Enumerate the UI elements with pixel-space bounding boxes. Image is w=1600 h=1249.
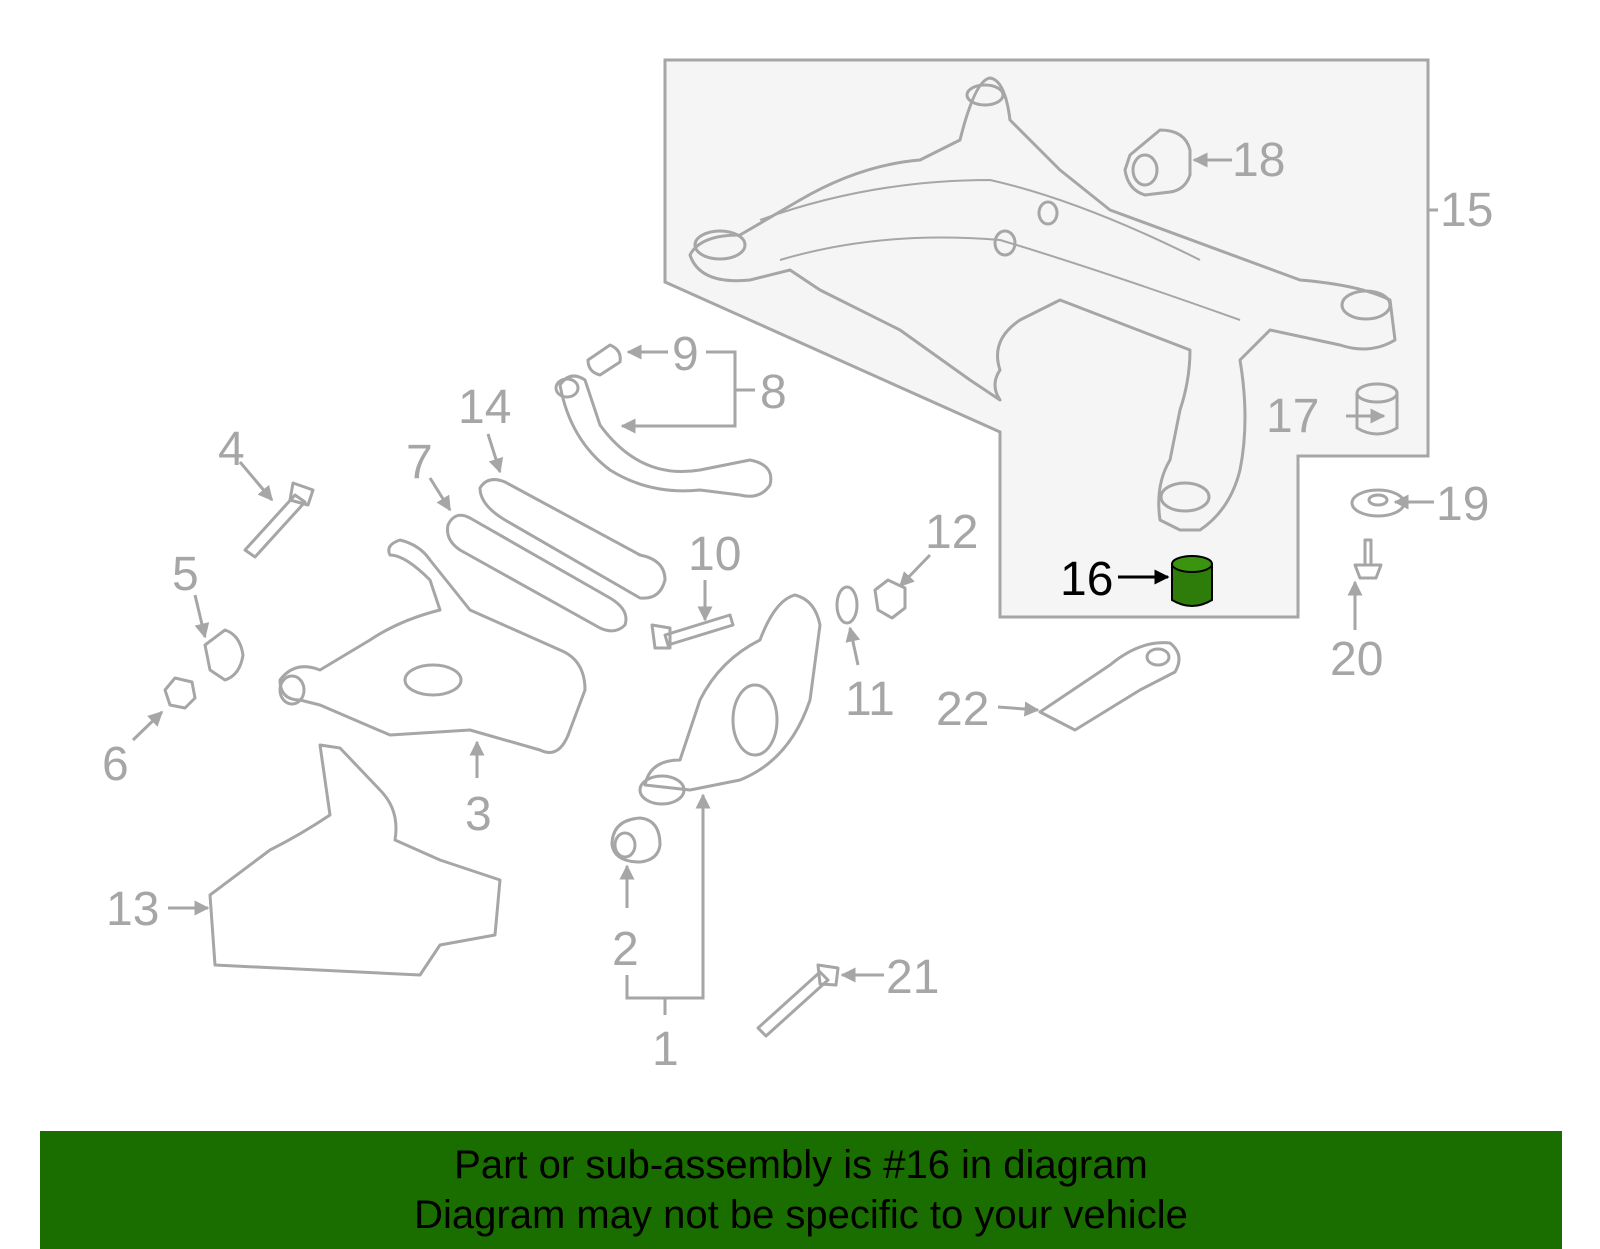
callout-1: 1 bbox=[652, 1023, 679, 1076]
callout-2: 2 bbox=[612, 923, 639, 976]
bushing-5 bbox=[203, 628, 245, 682]
callout-16: 16 bbox=[1060, 553, 1113, 606]
callout-21: 21 bbox=[886, 951, 939, 1004]
callout-3: 3 bbox=[465, 788, 492, 841]
subframe-crossmember bbox=[688, 76, 1397, 532]
link-14 bbox=[478, 478, 667, 600]
bolt-21 bbox=[756, 963, 840, 1038]
callout-5: 5 bbox=[172, 548, 199, 601]
callout-18: 18 bbox=[1232, 134, 1285, 187]
callout-12: 12 bbox=[925, 506, 978, 559]
bushing-17 bbox=[1355, 382, 1399, 436]
banner-line-2: Diagram may not be specific to your vehi… bbox=[414, 1193, 1188, 1237]
callout-22: 22 bbox=[936, 683, 989, 736]
callout-9: 9 bbox=[672, 328, 699, 381]
callout-8: 8 bbox=[760, 366, 787, 419]
callout-4: 4 bbox=[218, 423, 245, 476]
callout-19: 19 bbox=[1436, 478, 1489, 531]
bracket-22 bbox=[1038, 641, 1181, 732]
lower-control-arm-3 bbox=[278, 538, 587, 754]
upper-arm-8 bbox=[554, 343, 773, 498]
callout-labels: 1 2 3 4 5 6 7 8 9 10 11 12 13 14 15 16 1… bbox=[102, 134, 1493, 1076]
callout-6: 6 bbox=[102, 738, 129, 791]
bushing-2 bbox=[610, 816, 662, 864]
washer-11 bbox=[835, 585, 859, 625]
bushing-16-highlighted bbox=[1171, 555, 1213, 607]
callout-7: 7 bbox=[406, 436, 433, 489]
knuckle-1 bbox=[638, 593, 822, 806]
callout-13: 13 bbox=[106, 883, 159, 936]
bolt-20 bbox=[1353, 538, 1383, 580]
callout-14: 14 bbox=[458, 381, 511, 434]
callout-11: 11 bbox=[845, 673, 895, 726]
callout-10: 10 bbox=[688, 528, 741, 581]
shield-13 bbox=[208, 743, 502, 977]
leader-lines bbox=[131, 152, 1438, 1015]
banner-line-1: Part or sub-assembly is #16 in diagram bbox=[454, 1143, 1148, 1187]
info-banner: Part or sub-assembly is #16 in diagram D… bbox=[40, 1131, 1562, 1249]
callout-17: 17 bbox=[1266, 390, 1319, 443]
link-7 bbox=[446, 513, 628, 633]
callout-15: 15 bbox=[1440, 184, 1493, 237]
nut-12 bbox=[873, 578, 907, 620]
bolt-10 bbox=[650, 613, 735, 650]
nut-6 bbox=[163, 676, 197, 710]
bushing-18 bbox=[1123, 128, 1192, 197]
callout-20: 20 bbox=[1330, 633, 1383, 686]
bolt-4 bbox=[243, 481, 315, 559]
